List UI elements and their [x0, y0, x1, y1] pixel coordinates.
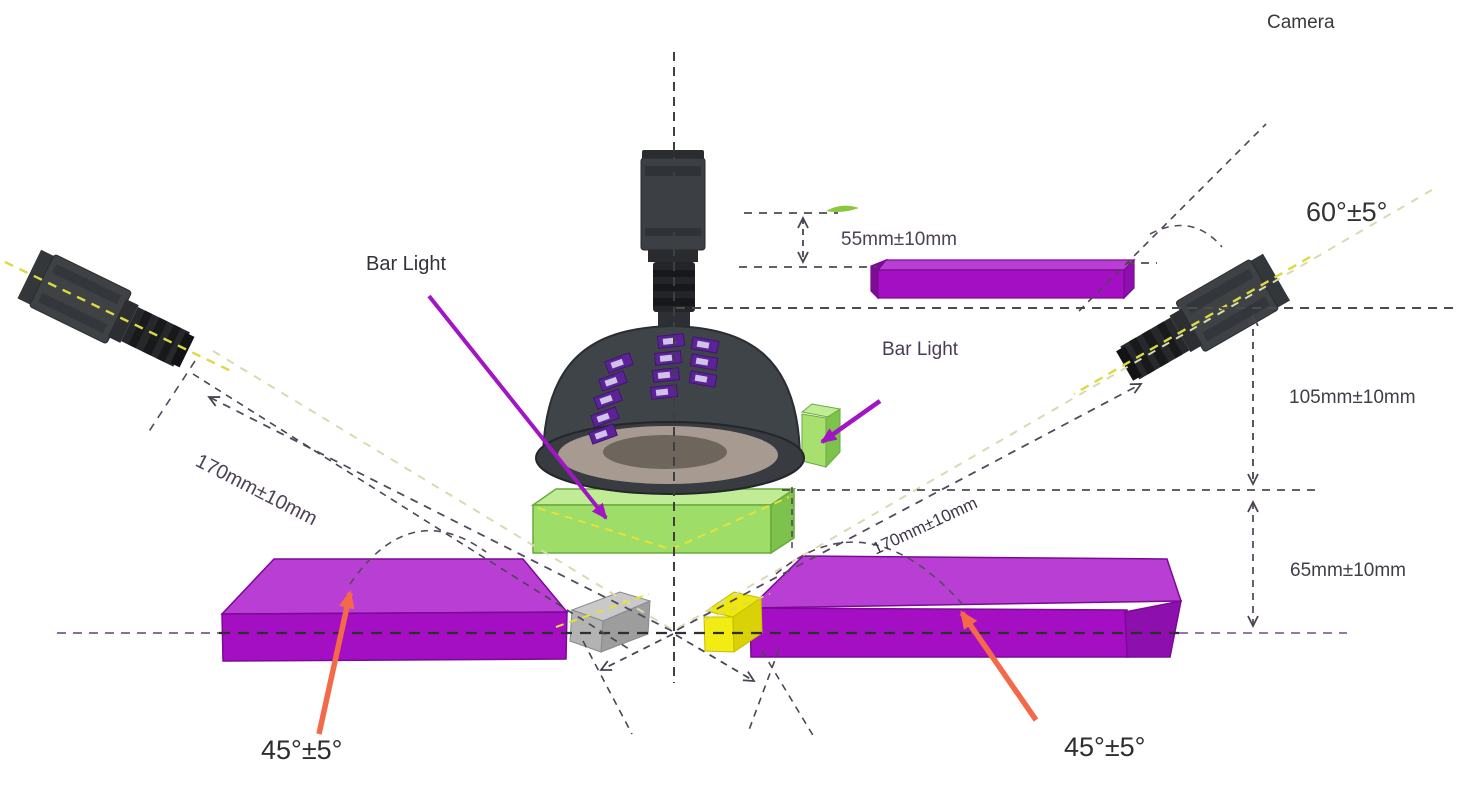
- dome-light: [535, 324, 805, 495]
- purple-bar-light-right: [748, 555, 1183, 658]
- green-sliver: [826, 205, 859, 212]
- angle-45-right-arrow: [959, 610, 1039, 722]
- dim-55mm-label: 55mm±10mm: [841, 229, 958, 250]
- dim-105mm-label: 105mm±10mm: [1289, 387, 1416, 408]
- right-angled-camera-icon: [1116, 253, 1290, 381]
- dome-led-strips: [588, 333, 720, 445]
- bar-light-right-arrow: [820, 399, 882, 444]
- dim-65mm-label: 65mm±10mm: [1290, 560, 1407, 581]
- bar-light-left-label: Bar Light: [366, 253, 447, 275]
- gray-block: [569, 591, 652, 653]
- purple-bar-light-top: [870, 258, 1136, 300]
- bar-light-right-label: Bar Light: [882, 339, 959, 360]
- purple-bar-light-left: [220, 558, 569, 662]
- angle-60-label: 60°±5°: [1306, 197, 1388, 227]
- construction-lines: [4, 52, 1458, 738]
- green-bar-light-horizontal: [530, 487, 797, 555]
- bar-light-left-arrow: [427, 294, 608, 520]
- angle-45-left-label: 45°±5°: [261, 735, 343, 765]
- angle-45-right-label: 45°±5°: [1064, 732, 1146, 762]
- green-bar-light-vertical: [800, 403, 842, 469]
- angle-45-left-arrow: [316, 590, 355, 735]
- yellow-block: [703, 591, 763, 653]
- camera-label: Camera: [1267, 12, 1335, 33]
